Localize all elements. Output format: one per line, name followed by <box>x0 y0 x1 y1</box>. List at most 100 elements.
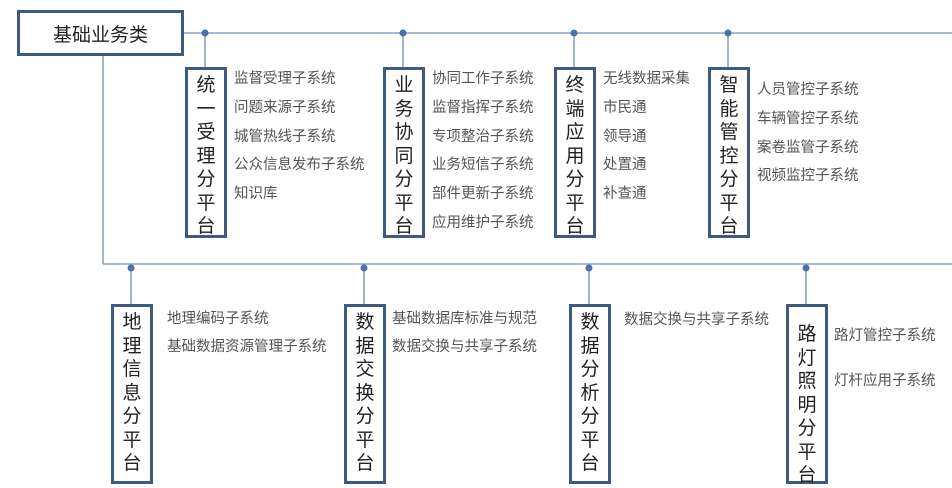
platform-char: 平 <box>355 428 375 451</box>
platform-char: 分 <box>797 417 817 439</box>
list-item: 案卷监管子系统 <box>757 139 859 156</box>
platform-char: 平 <box>196 191 216 214</box>
platform-char: 换 <box>355 381 375 404</box>
list-item: 城管热线子系统 <box>234 128 336 145</box>
list-item: 监督受理子系统 <box>234 71 336 87</box>
platform-geographic-info: 地 理 信 息 分 平 台 <box>111 304 153 484</box>
subsystem-list: 人员管控子系统 车辆管控子系统 案卷监管子系统 视频监控子系统 <box>757 76 859 191</box>
platform-char: 平 <box>719 191 739 214</box>
platform-char: 协 <box>394 121 414 143</box>
platform-char: 平 <box>580 428 600 451</box>
subsystem-list: 地理编码子系统 基础数据资源管理子系统 <box>167 306 327 361</box>
subsystem-list: 协同工作子系统 监督指挥子系统 专项整治子系统 业务短信子系统 部件更新子系统 … <box>432 65 534 238</box>
list-item: 知识库 <box>234 186 278 203</box>
list-item: 市民通 <box>603 99 647 116</box>
platform-char: 照 <box>797 370 817 392</box>
list-item: 补查通 <box>603 186 647 203</box>
junction-dot <box>802 264 810 272</box>
platform-char: 平 <box>122 428 142 451</box>
platform-char: 台 <box>394 215 414 237</box>
platform-char: 台 <box>580 452 600 474</box>
root-node: 基础业务类 <box>17 10 184 56</box>
platform-terminal-application: 终 端 应 用 分 平 台 <box>554 67 596 238</box>
platform-unified-acceptance: 统 一 受 理 分 平 台 <box>185 67 227 238</box>
platform-char: 分 <box>355 405 375 427</box>
list-item: 处置通 <box>603 157 647 174</box>
platform-char: 管 <box>719 121 739 143</box>
subsystem-list: 监督受理子系统 问题来源子系统 城管热线子系统 公众信息发布子系统 知识库 <box>234 65 365 209</box>
platform-char: 受 <box>196 121 216 143</box>
platform-street-lighting: 路 灯 照 明 分 平 台 <box>786 304 828 486</box>
list-item: 公众信息发布子系统 <box>234 157 365 174</box>
platform-char: 能 <box>719 97 739 120</box>
platform-char: 端 <box>565 97 585 120</box>
platform-char: 理 <box>122 334 142 357</box>
list-item: 应用维护子系统 <box>432 214 534 231</box>
platform-char: 息 <box>122 381 142 404</box>
junction-dot <box>201 29 209 37</box>
platform-char: 信 <box>122 358 142 380</box>
junction-dot <box>724 29 732 37</box>
platform-intelligent-control: 智 能 管 控 分 平 台 <box>708 67 750 238</box>
subsystem-list: 路灯管控子系统 灯杆应用子系统 <box>834 314 936 404</box>
list-item: 路灯管控子系统 <box>834 328 936 344</box>
platform-data-analysis: 数 据 分 析 分 平 台 <box>569 304 611 484</box>
platform-char: 台 <box>122 452 142 474</box>
list-item: 地理编码子系统 <box>167 311 269 327</box>
junction-dot <box>570 29 578 37</box>
list-item: 监督指挥子系统 <box>432 99 534 116</box>
list-item: 基础数据库标准与规范 <box>392 311 537 327</box>
subsystem-list: 无线数据采集 市民通 领导通 处置通 补查通 <box>603 65 690 209</box>
subsystem-list: 基础数据库标准与规范 数据交换与共享子系统 <box>392 306 537 361</box>
platform-char: 业 <box>394 74 414 96</box>
platform-char: 数 <box>580 311 600 333</box>
list-item: 问题来源子系统 <box>234 99 336 116</box>
platform-char: 台 <box>196 215 216 237</box>
connector-lines <box>102 29 952 304</box>
platform-char: 台 <box>797 464 817 486</box>
platform-business-collaboration: 业 务 协 同 分 平 台 <box>383 67 425 238</box>
platform-char: 统 <box>196 74 216 96</box>
junction-dot <box>399 29 407 37</box>
root-label: 基础业务类 <box>52 23 148 46</box>
platform-char: 智 <box>719 74 739 96</box>
junction-dot <box>127 264 135 272</box>
platform-char: 同 <box>394 144 414 167</box>
junction-dot <box>585 264 593 272</box>
platform-data-exchange: 数 据 交 换 分 平 台 <box>344 304 386 484</box>
platform-char: 分 <box>580 405 600 427</box>
platform-char: 应 <box>565 121 585 143</box>
list-item: 灯杆应用子系统 <box>834 373 936 389</box>
platform-char: 分 <box>719 168 739 190</box>
platform-char: 交 <box>355 358 375 380</box>
platform-char: 地 <box>122 311 142 333</box>
platform-char: 用 <box>565 144 585 167</box>
platform-char: 务 <box>394 97 414 120</box>
platform-char: 台 <box>565 215 585 237</box>
platform-char: 分 <box>122 405 142 427</box>
list-item: 数据交换与共享子系统 <box>624 312 769 328</box>
platform-char: 灯 <box>797 346 817 369</box>
platform-char: 分 <box>394 168 414 190</box>
platform-char: 控 <box>719 144 739 167</box>
platform-char: 据 <box>580 334 600 357</box>
list-item: 数据交换与共享子系统 <box>392 338 537 355</box>
platform-char: 一 <box>196 97 216 120</box>
platform-char: 据 <box>355 334 375 357</box>
platform-char: 平 <box>394 191 414 214</box>
platform-char: 路 <box>797 323 817 345</box>
platform-char: 分 <box>196 168 216 190</box>
list-item: 部件更新子系统 <box>432 186 534 203</box>
platform-char: 平 <box>565 191 585 214</box>
platform-char: 分 <box>580 358 600 380</box>
platform-char: 理 <box>196 144 216 167</box>
list-item: 车辆管控子系统 <box>757 110 859 127</box>
list-item: 视频监控子系统 <box>757 168 859 185</box>
platform-char: 平 <box>797 440 817 463</box>
list-item: 协同工作子系统 <box>432 71 534 87</box>
platform-char: 分 <box>565 168 585 190</box>
subsystem-list: 数据交换与共享子系统 <box>624 306 769 335</box>
list-item: 无线数据采集 <box>603 71 690 87</box>
list-item: 人员管控子系统 <box>757 82 859 98</box>
platform-char: 终 <box>565 74 585 96</box>
